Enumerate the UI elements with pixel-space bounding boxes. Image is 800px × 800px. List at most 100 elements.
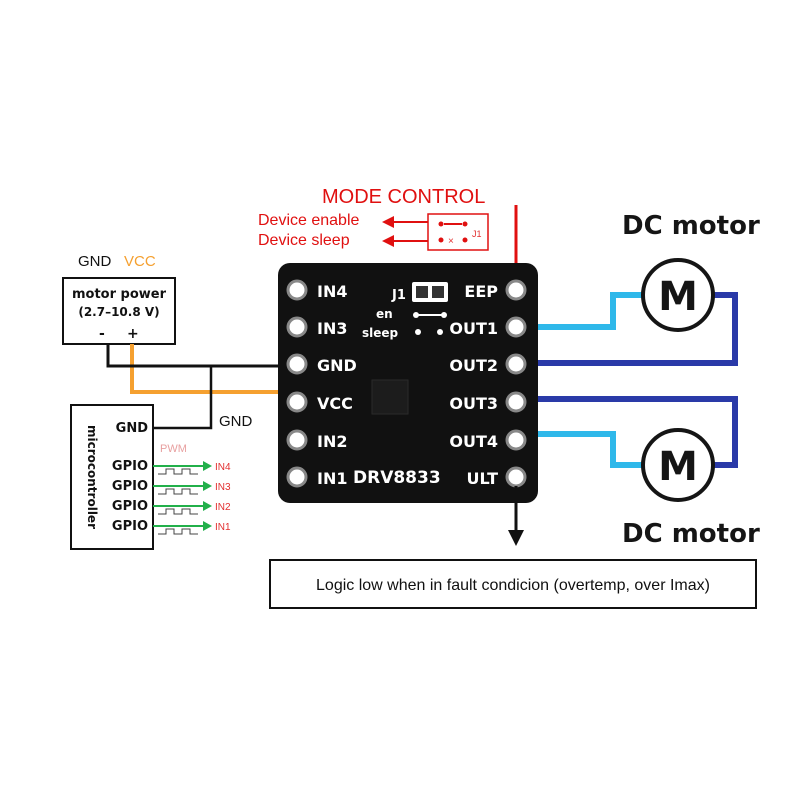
power-gnd-label: GND	[78, 253, 112, 270]
gpio-signal-row: IN1	[153, 521, 231, 535]
pin-label-right: OUT3	[449, 394, 498, 413]
jumper-pad	[462, 221, 468, 227]
right-pin-column: EEP OUT1 OUT2 OUT3 OUT4 ULT	[449, 279, 527, 488]
pin-hole	[286, 429, 308, 451]
gpio-label: GPIO	[112, 459, 148, 474]
chip-name-label: DRV8833	[353, 468, 441, 488]
drv8833-board: J1 en sleep DRV8833 IN4 IN3 GND VCC IN2 …	[278, 263, 538, 503]
pin-hole	[286, 316, 308, 338]
pin-hole	[505, 353, 527, 375]
microcontroller-box	[70, 404, 154, 550]
pin-hole	[286, 466, 308, 488]
pin-hole	[505, 316, 527, 338]
jumper-box-label: J1	[472, 229, 482, 239]
driver-chip	[371, 379, 409, 415]
pin-label-right: OUT1	[449, 319, 498, 338]
pwm-label: PWM	[160, 443, 187, 455]
board-en-pad	[413, 312, 419, 318]
board-sleep-pad	[437, 329, 443, 335]
gpio-label: GPIO	[112, 479, 148, 494]
sleep-arrow-head	[382, 235, 394, 247]
gpio-signal-row: IN2	[153, 501, 231, 515]
mcu-gnd-label: GND	[116, 421, 149, 436]
pin-label-right: EEP	[464, 282, 498, 301]
pin-label-left: VCC	[317, 394, 353, 413]
jumper-pad	[462, 237, 468, 243]
pin-label-right: OUT2	[449, 356, 498, 375]
gnd-wire-label: GND	[219, 413, 253, 430]
gpio-arrow-head	[203, 481, 212, 491]
pin-label-left: IN2	[317, 432, 347, 451]
pin-label-right: ULT	[467, 469, 499, 488]
power-minus-label: -	[99, 326, 105, 342]
gpio-input-label: IN4	[215, 462, 231, 473]
pin-hole	[505, 391, 527, 413]
out2-wire	[530, 292, 738, 366]
gpio-arrow-head	[203, 501, 212, 511]
microcontroller-label: microcontroller	[85, 425, 99, 529]
board-en-pad	[441, 312, 447, 318]
left-pin-column: IN4 IN3 GND VCC IN2 IN1	[286, 279, 357, 488]
motor-wires	[530, 292, 738, 468]
jumper-x-mark: ×	[448, 236, 454, 247]
fault-note-box	[269, 559, 757, 609]
gnd-wire-mcu	[153, 366, 213, 430]
pin-hole	[286, 391, 308, 413]
gpio-input-label: IN1	[215, 522, 231, 533]
motor-power-title: motor power	[72, 287, 167, 302]
gpio-label: GPIO	[112, 499, 148, 514]
motor-power-box	[62, 277, 176, 345]
power-vcc-label: VCC	[124, 253, 156, 270]
pin-hole	[286, 353, 308, 375]
motor-bottom: M DC motor	[622, 428, 760, 549]
motor-bottom-circle	[641, 428, 715, 502]
pwm-waveform	[158, 528, 198, 535]
motor-top-symbol: M	[658, 274, 698, 320]
power-wires: GND	[106, 344, 290, 430]
gpio-signal-row: IN3	[153, 481, 231, 495]
gpio-input-label: IN3	[215, 482, 231, 493]
fault-arrow-head	[508, 530, 524, 546]
motor-top: DC motor M	[622, 211, 760, 332]
motor-bottom-label: DC motor	[622, 519, 760, 549]
mode-control-title: MODE CONTROL	[322, 186, 485, 208]
device-enable-label: Device enable	[258, 212, 360, 229]
gnd-wire-power	[106, 344, 290, 368]
pwm-waveform	[158, 488, 198, 495]
motor-top-circle	[641, 258, 715, 332]
pin-label-left: IN4	[317, 282, 347, 301]
out4-wire	[530, 431, 652, 468]
gpio-arrow-head	[203, 461, 212, 471]
board-jumper-pad	[416, 286, 428, 298]
jumper-pad	[438, 237, 444, 243]
board-en-label: en	[376, 307, 393, 321]
board-jumper-pad	[432, 286, 444, 298]
motor-power: GND VCC motor power (2.7–10.8 V) - +	[62, 253, 176, 345]
pwm-waveform	[158, 508, 198, 515]
fault-note-text: Logic low when in fault condicion (overt…	[316, 577, 710, 594]
board-jumper-label: J1	[391, 288, 406, 303]
motor-power-range: (2.7–10.8 V)	[78, 305, 159, 319]
gpio-arrow-head	[203, 521, 212, 531]
motor-bottom-symbol: M	[658, 444, 698, 490]
board-sleep-pad	[415, 329, 421, 335]
pin-label-right: OUT4	[449, 432, 498, 451]
pin-hole	[286, 279, 308, 301]
gpio-signal-row: IN4	[153, 461, 231, 475]
device-sleep-label: Device sleep	[258, 232, 350, 249]
power-plus-label: +	[127, 326, 139, 342]
jumper-box	[427, 213, 489, 251]
fault-output: Logic low when in fault condicion (overt…	[269, 486, 757, 609]
jumper-pad	[438, 221, 444, 227]
enable-arrow-head	[382, 216, 394, 228]
pin-label-left: IN1	[317, 469, 347, 488]
board-sleep-label: sleep	[362, 326, 399, 340]
gpio-input-label: IN2	[215, 502, 231, 513]
out3-wire	[530, 396, 738, 468]
motor-top-label: DC motor	[622, 211, 760, 241]
pin-hole	[505, 429, 527, 451]
out1-wire	[530, 292, 652, 330]
pin-hole	[505, 279, 527, 301]
pin-label-left: IN3	[317, 319, 347, 338]
